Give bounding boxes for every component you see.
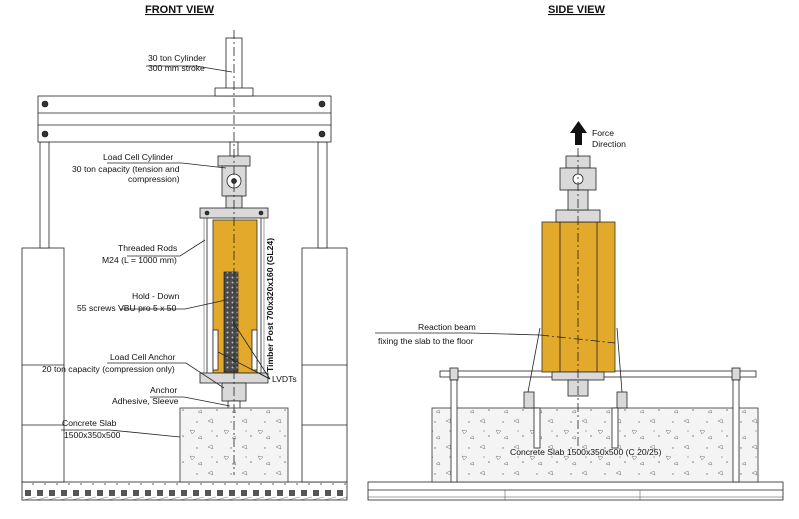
force-arrow xyxy=(570,121,587,145)
front-slab-dims: 1500x350x500 xyxy=(64,430,121,440)
threaded-rods-label: Threaded Rods xyxy=(118,243,177,253)
front-view-title: FRONT VIEW xyxy=(145,4,215,16)
reaction-beam-label: Reaction beam xyxy=(418,322,476,332)
lvdts-label: LVDTs xyxy=(272,374,297,384)
side-view-title: SIDE VIEW xyxy=(548,4,605,16)
reaction-beam-desc: fixing the slab to the floor xyxy=(378,336,474,346)
hold-down-plate xyxy=(223,271,239,373)
side-slab-label: Concrete Slab 1500x350x500 (C 20/25) xyxy=(510,447,662,457)
lvdt-sensors xyxy=(212,329,258,371)
side-diagonal-anchors xyxy=(523,327,628,449)
load-cell-cylinder-capacity: 30 ton capacity (tension and xyxy=(72,164,180,174)
front-ground xyxy=(21,481,348,501)
threaded-rods-spec: M24 (L = 1000 mm) xyxy=(102,255,177,265)
front-slab-label: Concrete Slab xyxy=(62,418,117,428)
front-view: FRONT VIEW xyxy=(21,4,348,501)
timber-post-side xyxy=(541,221,616,373)
anchor-label: Anchor xyxy=(150,385,177,395)
hold-down-label: Hold - Down xyxy=(132,291,180,301)
side-floor xyxy=(367,481,784,501)
right-frame-column xyxy=(317,141,328,249)
load-cell-cylinder-capacity-2: compression) xyxy=(128,174,180,184)
force-direction-label: Direction xyxy=(592,139,626,149)
force-label: Force xyxy=(592,128,614,138)
load-cell-anchor-label: Load Cell Anchor xyxy=(110,352,176,362)
side-view: SIDE VIEW xyxy=(367,4,784,501)
anchor-spec: Adhesive, Sleeve xyxy=(112,396,179,406)
left-frame-column xyxy=(39,141,50,249)
load-cell-cylinder-label: Load Cell Cylinder xyxy=(103,152,173,162)
left-support-blocks xyxy=(21,247,65,483)
front-leader-lines xyxy=(61,65,271,438)
load-cell-anchor-capacity: 20 ton capacity (compression only) xyxy=(42,364,175,374)
timber-post-label: Timber Post 700x320x160 (GL24) xyxy=(265,238,275,372)
cylinder-label: 30 ton Cylinder xyxy=(148,53,206,63)
frame-beam xyxy=(37,95,332,143)
side-concrete-slab xyxy=(431,407,759,483)
right-support-blocks xyxy=(301,247,348,483)
cylinder-stroke-label: 300 mm stroke xyxy=(148,63,205,73)
hold-down-spec: 55 screws VBU pro 5 x 50 xyxy=(77,303,177,313)
